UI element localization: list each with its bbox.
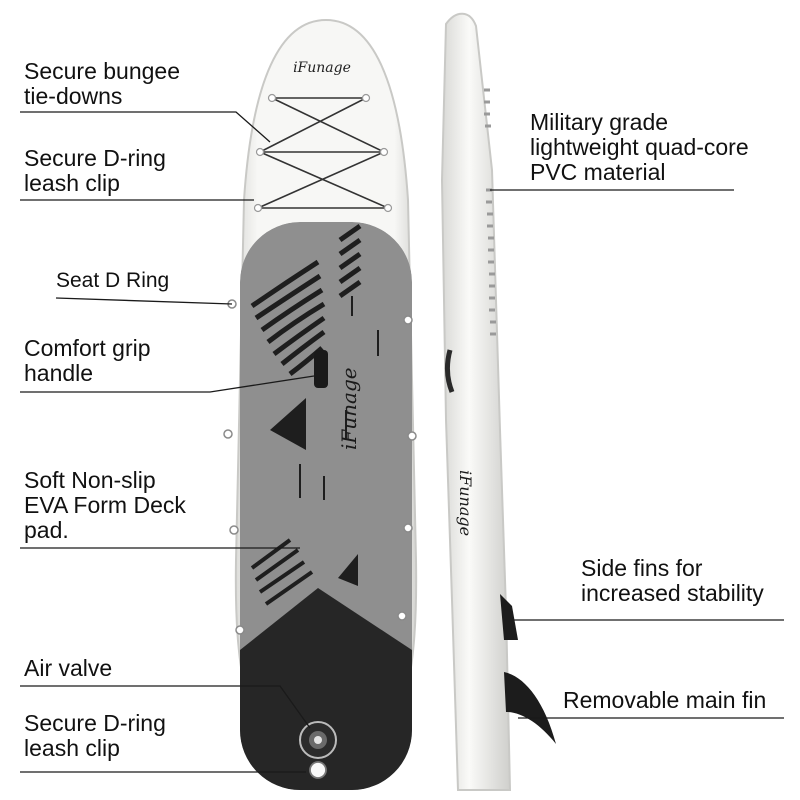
label-seat-d-ring: Seat D Ring: [56, 269, 170, 292]
side-rail-pattern: [484, 88, 496, 336]
tail-d-ring: [309, 761, 327, 779]
brand-logo-nose: iFunage: [293, 60, 351, 76]
removable-main-fin: [504, 672, 556, 744]
comfort-grip-handle: [314, 350, 328, 388]
bungee-anchors: [253, 93, 393, 213]
bungee-cords: [257, 97, 389, 209]
side-handle: [444, 349, 455, 393]
brand-logo-deck: iFunage: [337, 367, 361, 450]
label-removable-main-fin: Removable main fin: [563, 687, 767, 713]
leader-lines: [20, 111, 784, 773]
side-fin: [500, 594, 518, 640]
deck-pad-pattern: [240, 223, 412, 790]
board-side-view: [440, 12, 512, 791]
label-air-valve: Air valve: [24, 655, 113, 681]
air-valve: [299, 721, 337, 759]
side-d-rings: [223, 299, 417, 635]
brand-logo-side: iFunage: [456, 470, 475, 536]
